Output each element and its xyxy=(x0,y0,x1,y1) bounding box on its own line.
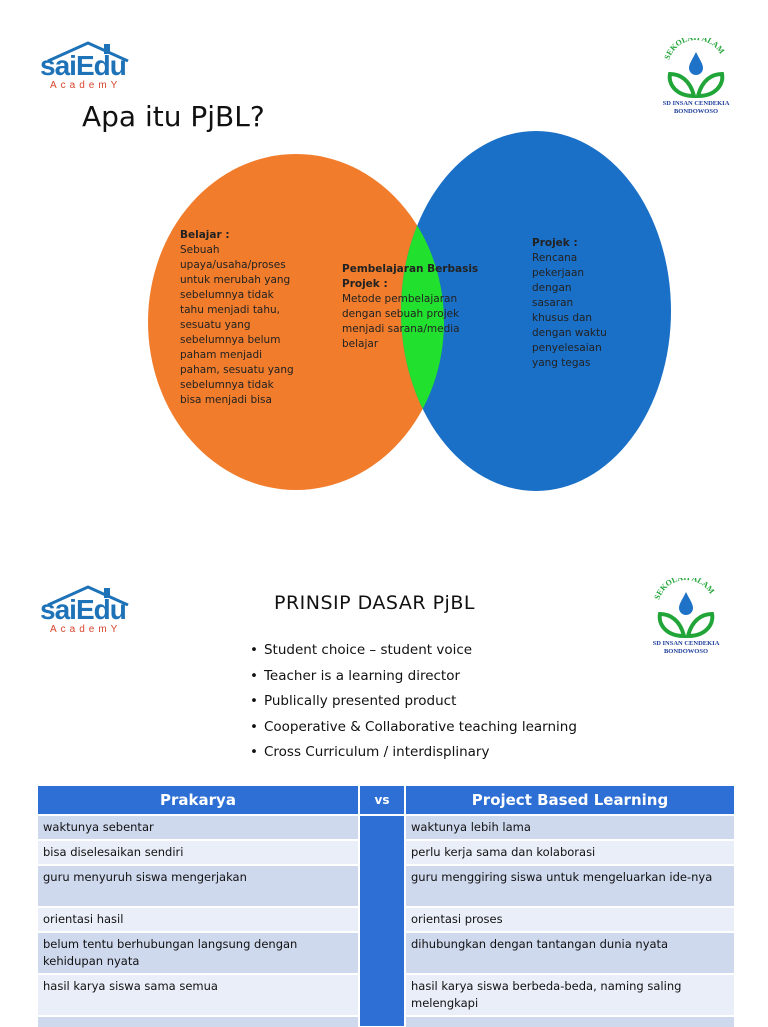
venn-left-text: Belajar : Sebuah upaya/usaha/proses untuk … xyxy=(180,228,320,408)
saiedu-wordmark: saiEdu xyxy=(40,594,127,625)
venn-line: sesuatu yang xyxy=(180,319,251,331)
house-roof-icon xyxy=(47,585,129,606)
venn-line: paham menjadi xyxy=(180,349,263,361)
venn-right-circle xyxy=(401,131,671,491)
table-cell-pjbl: hasil karya siswa berbeda-beda, naming s… xyxy=(406,975,734,1015)
venn-line: dengan waktu xyxy=(532,327,607,339)
sekolah-name-line1: SD INSAN CENDEKIA xyxy=(662,100,730,107)
saiedu-logo-2: saiEdu AcademY xyxy=(38,584,138,640)
principle-item: Student choice – student voice xyxy=(250,638,577,664)
venn-left-circle xyxy=(148,154,444,490)
house-roof-icon xyxy=(47,41,129,62)
leaf-drop-icon: SEKOLAH ALAM xyxy=(653,573,717,639)
venn-line: sebelumnya tidak xyxy=(180,379,274,391)
venn-center-heading-1: Pembelajaran Berbasis xyxy=(342,263,479,275)
venn-center-text: Pembelajaran Berbasis Projek : Metode pe… xyxy=(342,262,492,352)
table-cell-prakarya: waktunya sebentar xyxy=(38,816,358,839)
table-row-partial xyxy=(406,1017,734,1027)
venn-line: Sebuah xyxy=(180,244,220,256)
table-cell-prakarya: orientasi hasil xyxy=(38,908,358,931)
principles-list: Student choice – student voice Teacher i… xyxy=(250,638,577,766)
table-cell-pjbl: waktunya lebih lama xyxy=(406,816,734,839)
slide2-title: PRINSIP DASAR PjBL xyxy=(274,592,475,614)
venn-line: Rencana xyxy=(532,252,578,264)
table-cell-pjbl: orientasi proses xyxy=(406,908,734,931)
venn-line: upaya/usaha/proses xyxy=(180,259,286,271)
table-cell-prakarya: bisa diselesaikan sendiri xyxy=(38,841,358,864)
leaf-drop-icon: SEKOLAH ALAM xyxy=(663,33,727,99)
venn-line: dengan xyxy=(532,282,572,294)
venn-line: bisa menjadi bisa xyxy=(180,394,272,406)
table-cell-pjbl: perlu kerja sama dan kolaborasi xyxy=(406,841,734,864)
venn-line: sasaran xyxy=(532,297,574,309)
venn-line: menjadi sarana/media xyxy=(342,323,460,335)
principle-item: Publically presented product xyxy=(250,689,577,715)
sekolah-alam-logo-2: SEKOLAH ALAM SD INSAN CENDEKIA BONDOWOSO xyxy=(646,573,726,658)
venn-line: belajar xyxy=(342,338,379,350)
table-row-partial xyxy=(38,1017,358,1027)
vs-column-band xyxy=(360,816,404,1026)
header-vs: vs xyxy=(360,786,404,814)
table-cell-pjbl: guru menggiring siswa untuk mengeluarkan… xyxy=(406,866,734,906)
saiedu-subtitle: AcademY xyxy=(50,80,122,91)
table-cell-prakarya: guru menyuruh siswa mengerjakan xyxy=(38,866,358,906)
header-pjbl: Project Based Learning xyxy=(406,786,734,814)
venn-line: Metode pembelajaran xyxy=(342,293,458,305)
saiedu-logo: saiEdu AcademY xyxy=(38,40,138,96)
venn-line: penyelesaian xyxy=(532,342,602,354)
venn-line: dengan sebuah projek xyxy=(342,308,460,320)
venn-center-heading-2: Projek : xyxy=(342,278,388,290)
venn-line: khusus dan xyxy=(532,312,593,324)
slide1-title: Apa itu PjBL? xyxy=(82,100,265,133)
header-prakarya: Prakarya xyxy=(38,786,358,814)
table-cell-pjbl: dihubungkan dengan tantangan dunia nyata xyxy=(406,933,734,973)
table-cell-prakarya: belum tentu berhubungan langsung dengan … xyxy=(38,933,358,973)
sekolah-alam-logo: SEKOLAH ALAM SD INSAN CENDEKIA BONDOWOSO xyxy=(656,33,736,118)
saiedu-subtitle: AcademY xyxy=(50,624,122,635)
saiedu-wordmark: saiEdu xyxy=(40,50,127,81)
principle-item: Cooperative & Collaborative teaching lea… xyxy=(250,715,577,741)
venn-line: sebelumnya belum xyxy=(180,334,281,346)
venn-line: sebelumnya tidak xyxy=(180,289,274,301)
sekolah-name-line2: BONDOWOSO xyxy=(663,648,709,655)
principle-item: Teacher is a learning director xyxy=(250,664,577,690)
venn-line: pekerjaan xyxy=(532,267,585,279)
sekolah-name-line1: SD INSAN CENDEKIA xyxy=(652,640,720,647)
principle-item: Cross Curriculum / interdisplinary xyxy=(250,740,577,766)
venn-line: yang tegas xyxy=(532,357,591,369)
sekolah-name-line2: BONDOWOSO xyxy=(673,108,719,115)
venn-line: untuk merubah yang xyxy=(180,274,291,286)
venn-right-text: Projek : Rencana pekerjaan dengan sasaran kh… xyxy=(532,236,642,371)
venn-left-heading: Belajar : xyxy=(180,229,230,241)
venn-line: tahu menjadi tahu, xyxy=(180,304,281,316)
venn-diagram xyxy=(148,131,671,491)
venn-right-heading: Projek : xyxy=(532,237,578,249)
table-cell-prakarya: hasil karya siswa sama semua xyxy=(38,975,358,1015)
venn-line: paham, sesuatu yang xyxy=(180,364,294,376)
